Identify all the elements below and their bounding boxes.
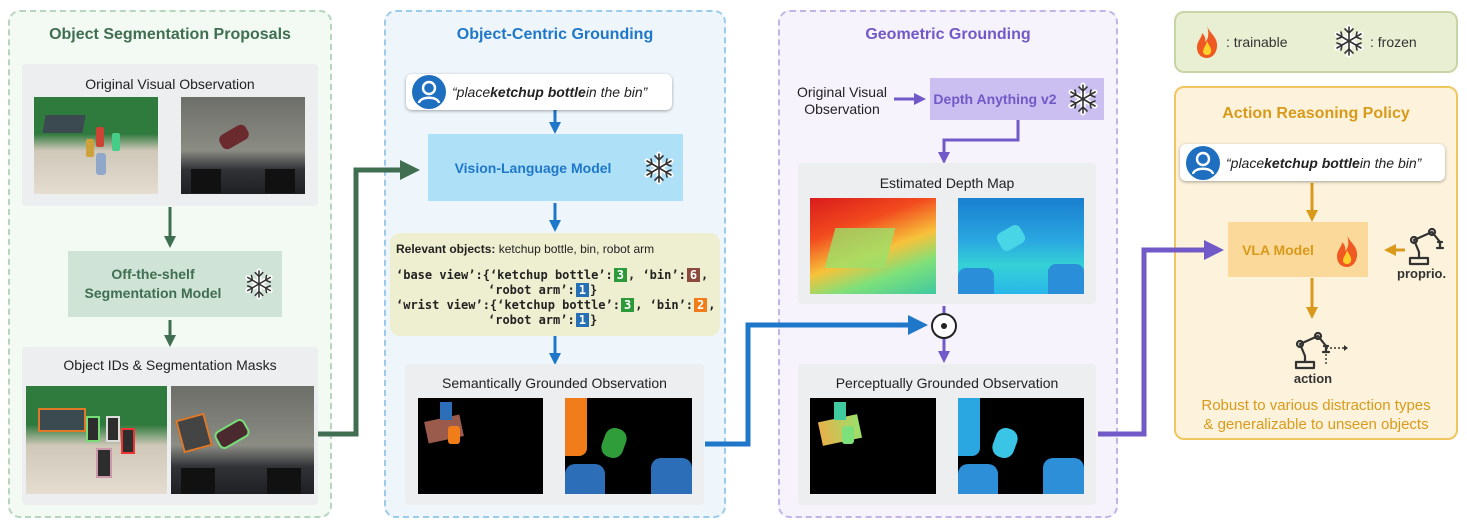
id-tag: 2 — [694, 298, 708, 312]
policy-prompt: “place ketchup bottle in the bin” — [1180, 144, 1445, 181]
id-tag: 6 — [686, 268, 701, 282]
id-tag: 3 — [613, 268, 627, 282]
depth-base-image — [810, 198, 936, 294]
prompt-bold: ketchup bottle — [490, 84, 586, 100]
flame-icon — [1197, 26, 1218, 58]
user-icon — [1186, 145, 1220, 180]
perceptual-base-image — [810, 398, 936, 494]
snowflake-icon — [1068, 82, 1098, 116]
base-key: ‘base view’ — [396, 268, 476, 282]
robust-line-2: & generalizable to unseen objects — [1203, 416, 1429, 433]
depth-anything-box — [930, 78, 1104, 120]
robust-line-1: Robust to various distraction types — [1201, 397, 1431, 414]
bin-key: ‘bin’ — [649, 298, 686, 312]
segmentation-model-box — [68, 251, 282, 317]
segmentation-model-label-1: Off-the-shelf — [111, 266, 195, 282]
base-view-line: ‘base view’:{‘ketchup bottle’:3, ‘bin’:6… — [396, 268, 709, 282]
original-observation-title: Original Visual Observation — [85, 76, 255, 92]
perceptual-wrist-image — [958, 398, 1084, 494]
seg-panel-title: Object Segmentation Proposals — [49, 26, 291, 43]
id-tag: 3 — [620, 298, 635, 312]
relevant-label: Relevant objects: — [396, 242, 496, 256]
robot-key: ‘robot arm’ — [488, 313, 568, 327]
legend-frozen: : frozen — [1370, 34, 1417, 50]
semantic-base-image — [418, 398, 543, 494]
legend-box — [1174, 11, 1458, 73]
prompt-post: in the bin” — [585, 84, 648, 100]
instruction-prompt: “place ketchup bottle in the bin” — [406, 74, 672, 110]
depth-anything-label: Depth Anything v2 — [933, 91, 1057, 107]
robot-arm-icon — [1408, 227, 1445, 266]
vlm-box — [428, 134, 683, 201]
user-icon — [412, 75, 446, 109]
perceptual-obs-title: Perceptually Grounded Observation — [835, 375, 1059, 391]
masks-title: Object IDs & Segmentation Masks — [63, 357, 277, 373]
bin-key: ‘bin’ — [642, 268, 679, 282]
flame-icon — [1337, 235, 1358, 267]
wrist-view-image — [181, 97, 305, 194]
obj-panel-title: Object-Centric Grounding — [456, 26, 654, 43]
prompt-pre: “place — [452, 84, 491, 100]
geo-panel-title: Geometric Grounding — [865, 26, 1031, 43]
id-tag: 1 — [575, 283, 589, 297]
prompt-post: in the bin” — [1359, 154, 1422, 171]
action-robot-icon — [1294, 331, 1348, 370]
snowflake-icon — [644, 151, 674, 185]
wrist-view-line: ‘wrist view’:{‘ketchup bottle’:3, ‘bin’:… — [396, 298, 716, 312]
depth-map-title: Estimated Depth Map — [879, 175, 1015, 191]
policy-panel-title: Action Reasoning Policy — [1222, 105, 1410, 122]
prompt-bold: ketchup bottle — [1264, 154, 1360, 171]
proprio-label: proprio. — [1397, 266, 1447, 281]
base-view-image — [34, 97, 158, 194]
snowflake-icon — [245, 268, 273, 300]
vlm-label: Vision-Language Model — [454, 160, 612, 176]
geo-orig-obs-2: Observation — [804, 101, 880, 117]
base-view-line-2: ‘robot arm’:1} — [488, 283, 598, 297]
semantic-wrist-image — [565, 398, 692, 494]
legend-trainable: : trainable — [1226, 34, 1288, 50]
semantic-obs-title: Semantically Grounded Observation — [442, 375, 667, 391]
relevant-value: ketchup bottle, bin, robot arm — [495, 242, 655, 256]
vla-model-label: VLA Model — [1242, 242, 1314, 258]
wrist-view-masks-image — [171, 386, 314, 494]
wrist-view-line-2: ‘robot arm’:1} — [488, 313, 598, 327]
id-tag: 1 — [575, 313, 589, 327]
relevant-objects: Relevant objects: ketchup bottle, bin, r… — [396, 242, 654, 256]
depth-wrist-image — [958, 198, 1084, 294]
wrist-key: ‘wrist view’ — [396, 298, 483, 312]
geo-orig-obs-1: Original Visual — [796, 84, 887, 100]
segmentation-model-label-2: Segmentation Model — [84, 285, 222, 301]
prompt-pre: “place — [1226, 154, 1265, 171]
action-label: action — [1293, 371, 1333, 386]
snowflake-icon — [1334, 24, 1364, 58]
ketchup-key: ‘ketchup bottle’ — [489, 268, 606, 282]
vlm-output-box — [390, 233, 720, 336]
robot-key: ‘robot arm’ — [488, 283, 568, 297]
base-view-masks-image — [26, 386, 167, 494]
ketchup-key: ‘ketchup bottle’ — [497, 298, 613, 312]
